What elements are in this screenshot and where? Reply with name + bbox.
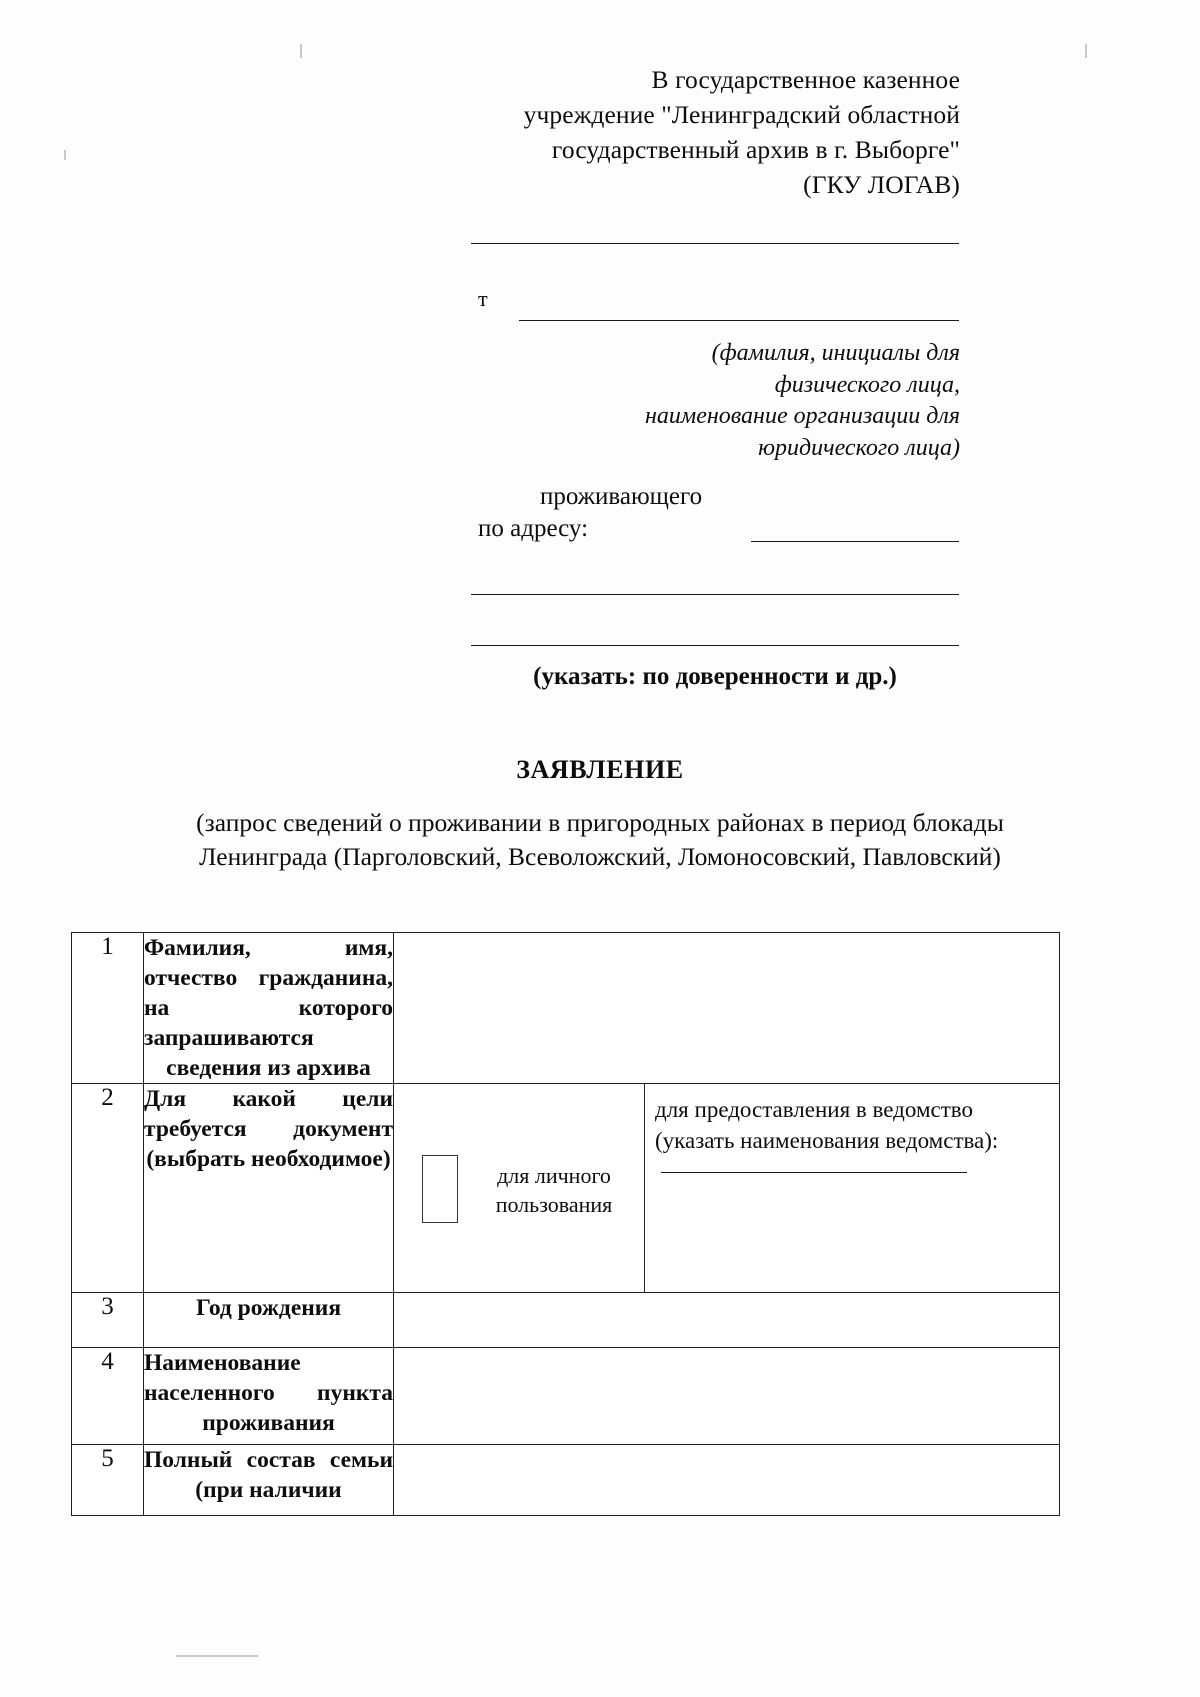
table-row: 1 Фамилия, имя, отчество гражданина, на … — [71, 932, 1060, 1084]
address-rule-2[interactable] — [471, 594, 959, 595]
page-subtitle: (запрос сведений о проживании в пригород… — [196, 808, 1004, 871]
row-value-field[interactable] — [393, 1292, 1060, 1348]
stray-glyph: т — [478, 286, 488, 311]
caption-line-3: наименование организации для — [645, 403, 960, 429]
addressee-line-4: (ГКУ ЛОГАВ) — [803, 170, 960, 199]
row-value-purpose: для личного пользования для предоставлен… — [393, 1083, 1060, 1293]
row-label: Наименование населенного пункта проживан… — [143, 1347, 394, 1445]
agency-use-option[interactable]: для предоставления в ведомство (указать … — [645, 1084, 1059, 1292]
table-row: 2 Для какой цели требуется документ (выб… — [71, 1083, 1060, 1293]
row-label: Полный состав семьи (при наличии — [143, 1444, 394, 1516]
row-number: 1 — [71, 932, 144, 1084]
scan-artifact-bottom-left — [176, 1655, 258, 1657]
caption-line-2: физического лица, — [774, 371, 960, 398]
request-table: 1 Фамилия, имя, отчество гражданина, на … — [71, 932, 1060, 1516]
scan-artifact-top-left — [300, 44, 302, 58]
row-number: 3 — [71, 1292, 144, 1348]
personal-use-label: для личного пользования — [495, 1163, 613, 1217]
authority-note: (указать: по доверенности и др.) — [533, 663, 897, 690]
page-title: ЗАЯВЛЕНИЕ — [516, 755, 684, 784]
row-value-field[interactable] — [393, 1347, 1060, 1445]
row-value-field[interactable] — [393, 932, 1060, 1084]
applicant-rule-2[interactable] — [519, 320, 959, 321]
row-value-field[interactable] — [393, 1444, 1060, 1516]
applicant-rule-1[interactable] — [471, 243, 959, 244]
caption-line-4: юридического лица) — [758, 434, 960, 461]
scan-artifact-top-right — [1085, 44, 1087, 58]
table-row: 4 Наименование населенного пункта прожив… — [71, 1347, 1060, 1445]
agency-use-label: для предоставления в ведомство (указать … — [655, 1097, 999, 1153]
caption-line-1: (фамилия, инициалы для — [711, 340, 960, 366]
row-number: 5 — [71, 1444, 144, 1516]
row-label: Для какой цели требуется документ (выбра… — [143, 1083, 394, 1293]
row-number: 2 — [71, 1083, 144, 1293]
residing-label: проживающего — [540, 483, 703, 510]
row-label: Фамилия, имя, отчество гражданина, на ко… — [143, 932, 394, 1084]
addressee-line-3: государственный архив в г. Выборге" — [551, 135, 960, 164]
table-row: 3 Год рождения — [71, 1292, 1060, 1348]
row-label: Год рождения — [143, 1292, 394, 1348]
addressee-line-1: В государственное казенное — [651, 65, 960, 94]
address-rule-1[interactable] — [751, 541, 959, 542]
addressee-line-2: учреждение "Ленинградский областной — [523, 100, 960, 129]
agency-name-rule[interactable] — [661, 1172, 967, 1173]
addressee-block: В государственное казенное учреждение "Л… — [470, 62, 960, 202]
scan-artifact-left-edge — [64, 150, 66, 160]
personal-use-option[interactable]: для личного пользования — [394, 1084, 645, 1292]
table-row: 5 Полный состав семьи (при наличии — [71, 1444, 1060, 1516]
checkbox-icon[interactable] — [422, 1155, 458, 1223]
row-number: 4 — [71, 1347, 144, 1445]
applicant-caption: (фамилия, инициалы для физического лица,… — [520, 338, 960, 464]
address-label: по адресу: — [478, 515, 589, 542]
address-rule-3[interactable] — [471, 645, 959, 646]
